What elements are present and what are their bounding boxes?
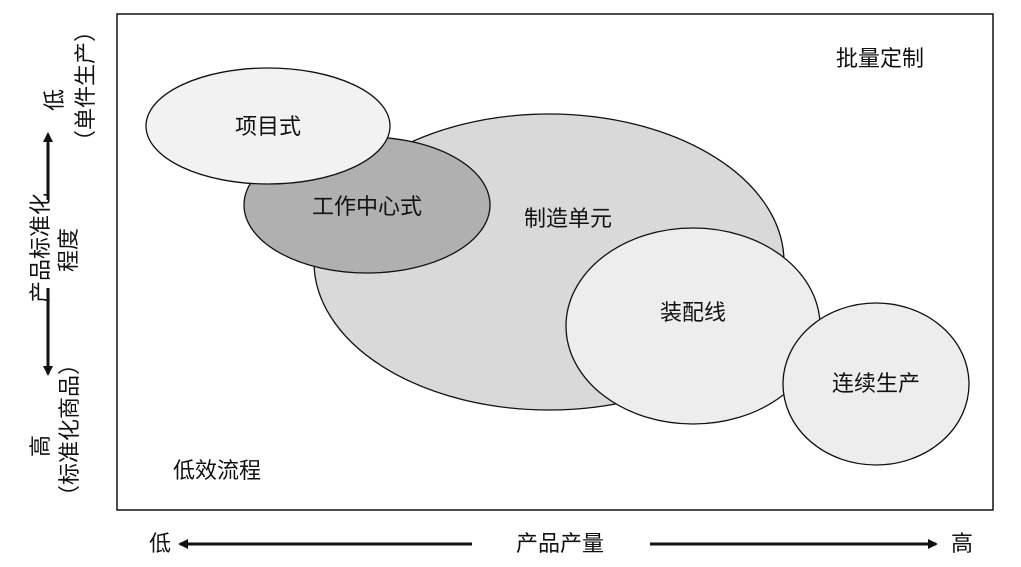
y-high-label: 高 bbox=[29, 435, 54, 457]
assembly-label: 装配线 bbox=[660, 301, 726, 326]
continuous-label: 连续生产 bbox=[832, 372, 920, 397]
batch-label: 批量定制 bbox=[836, 47, 924, 72]
x-low-label: 低 bbox=[149, 532, 171, 557]
y-low-note: （单件生产） bbox=[74, 20, 99, 152]
x-axis-title: 产品产量 bbox=[516, 532, 604, 557]
assembly-ellipse bbox=[565, 227, 821, 425]
y-axis-title-2: 程度 bbox=[57, 228, 82, 272]
x-axis: 低 产品产量 高 bbox=[149, 532, 973, 557]
y-axis: 低 （单件生产） 产品标准化 程度 高 （标准化商品） bbox=[29, 20, 99, 507]
project-label: 项目式 bbox=[235, 115, 301, 140]
project-ellipse bbox=[145, 67, 391, 185]
work-center-label: 工作中心式 bbox=[312, 195, 422, 220]
y-axis-title: 产品标准化 bbox=[29, 193, 54, 303]
continuous-ellipse bbox=[782, 302, 970, 466]
y-high-note: （标准化商品） bbox=[58, 353, 83, 507]
y-low-label: 低 bbox=[43, 89, 68, 111]
cell-label: 制造单元 bbox=[524, 207, 612, 232]
inefficient-label: 低效流程 bbox=[173, 459, 261, 484]
x-high-label: 高 bbox=[951, 532, 973, 557]
